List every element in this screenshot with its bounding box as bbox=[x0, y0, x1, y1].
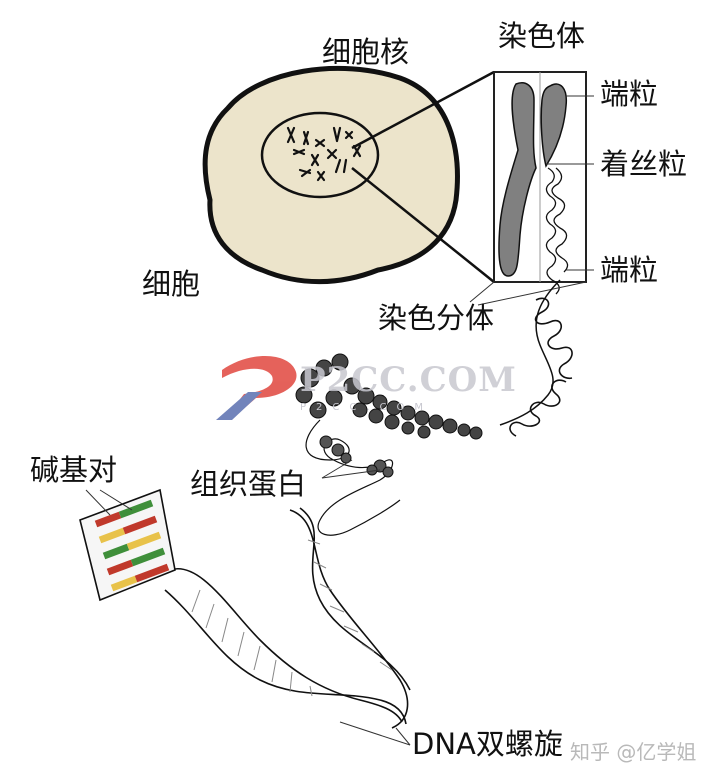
label-centromere: 着丝粒 bbox=[600, 147, 688, 181]
chromatin-fiber bbox=[499, 279, 561, 426]
label-telomere-bottom: 端粒 bbox=[600, 253, 659, 287]
zoom-line-bottom bbox=[351, 167, 495, 283]
zoom-line-top bbox=[351, 70, 495, 150]
dna-double-helix bbox=[164, 507, 411, 729]
histone-beads bbox=[319, 435, 394, 478]
label-chromosome: 染色体 bbox=[498, 19, 586, 53]
watermark-logo bbox=[216, 355, 297, 420]
label-nucleus: 细胞核 bbox=[322, 35, 410, 69]
label-dna-helix: DNA双螺旋 bbox=[412, 727, 563, 761]
label-base-pairs: 碱基对 bbox=[30, 453, 118, 487]
chromatin-loops bbox=[545, 167, 569, 295]
chromosome bbox=[498, 82, 537, 277]
watermark-subtext: P2CC.COM bbox=[300, 402, 434, 413]
label-chromatid: 染色分体 bbox=[378, 301, 495, 335]
watermark-text: P2CC.COM bbox=[300, 360, 517, 400]
label-cell: 细胞 bbox=[142, 267, 201, 301]
base-pair-ladder bbox=[79, 488, 176, 602]
credit-watermark: 知乎 @亿学姐 bbox=[570, 740, 697, 764]
nucleosome-fiber bbox=[295, 353, 483, 440]
label-histone: 组织蛋白 bbox=[190, 467, 307, 501]
supercoil bbox=[509, 297, 573, 437]
label-telomere-top: 端粒 bbox=[600, 77, 659, 111]
